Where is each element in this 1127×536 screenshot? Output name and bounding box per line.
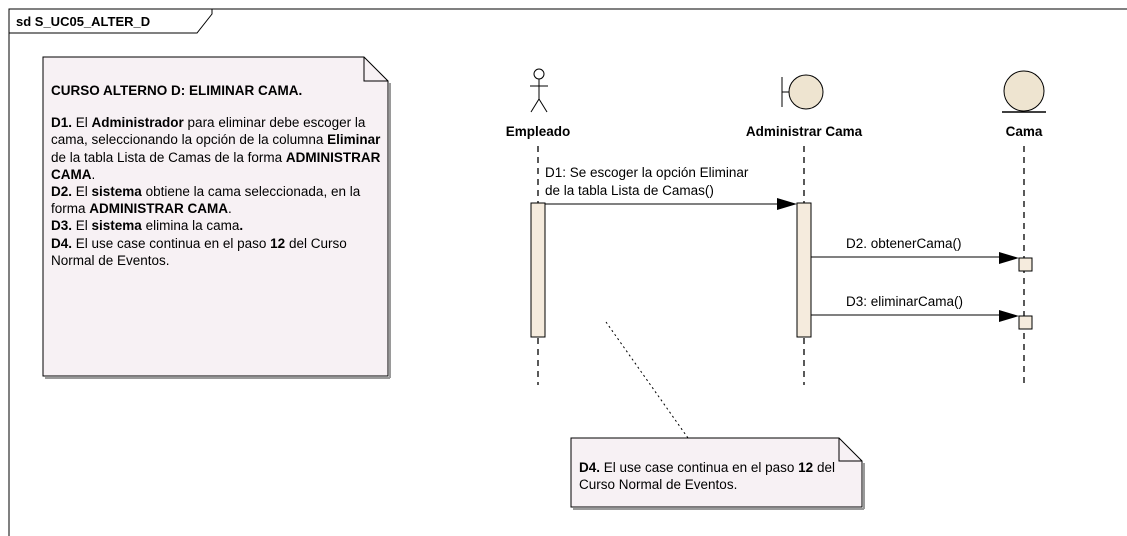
note-anchor-line — [605, 321, 689, 439]
note-main-step-d1: D1. El Administrador para eliminar debe … — [51, 115, 381, 182]
note-small-fold — [838, 438, 862, 462]
message-d2-arrowhead — [999, 252, 1019, 264]
entity-icon — [1002, 70, 1046, 113]
note-main-step-d3: D3. El sistema elimina la cama. — [51, 218, 244, 234]
note-small-step-d4: D4. El use case continua en el paso 12 d… — [579, 460, 835, 493]
message-d1-label-line2: de la tabla Lista de Camas() — [545, 183, 714, 198]
participant-label-administrar-cama: Administrar Cama — [746, 124, 863, 139]
participant-label-cama: Cama — [1006, 124, 1043, 139]
note-main-step-d2: D2. El sistema obtiene la cama seleccion… — [51, 184, 361, 217]
note-small-shape — [570, 437, 863, 508]
note-main-step-d4: D4. El use case continua en el paso 12 d… — [51, 235, 347, 268]
note-main-fold — [363, 57, 388, 82]
frame-title-tab — [8, 8, 213, 34]
message-d3-label: D3: eliminarCama() — [846, 294, 963, 309]
frame-title: sd S_UC05_ALTER_D — [16, 14, 150, 29]
message-d2-label: D2. obtenerCama() — [846, 236, 962, 251]
activation-administrar-cama — [796, 202, 812, 338]
message-d1-label-line1: D1: Se escoger la opción Eliminar — [545, 165, 749, 180]
activation-cama-2 — [1018, 315, 1033, 330]
message-d3-arrowhead — [999, 310, 1019, 322]
activation-cama-1 — [1018, 257, 1033, 272]
boundary-icon — [781, 74, 824, 110]
message-d1-arrowhead — [777, 198, 797, 210]
note-small-text: D4. El use case continua en el paso 12 d… — [579, 459, 854, 493]
actor-empleado-icon — [530, 68, 548, 113]
note-main-shape — [42, 56, 389, 377]
activation-empleado — [530, 202, 546, 338]
note-main-text: CURSO ALTERNO D: ELIMINAR CAMA. D1. El A… — [51, 82, 381, 269]
note-main-title: CURSO ALTERNO D: ELIMINAR CAMA. — [51, 83, 303, 98]
participant-label-empleado: Empleado — [506, 124, 571, 139]
